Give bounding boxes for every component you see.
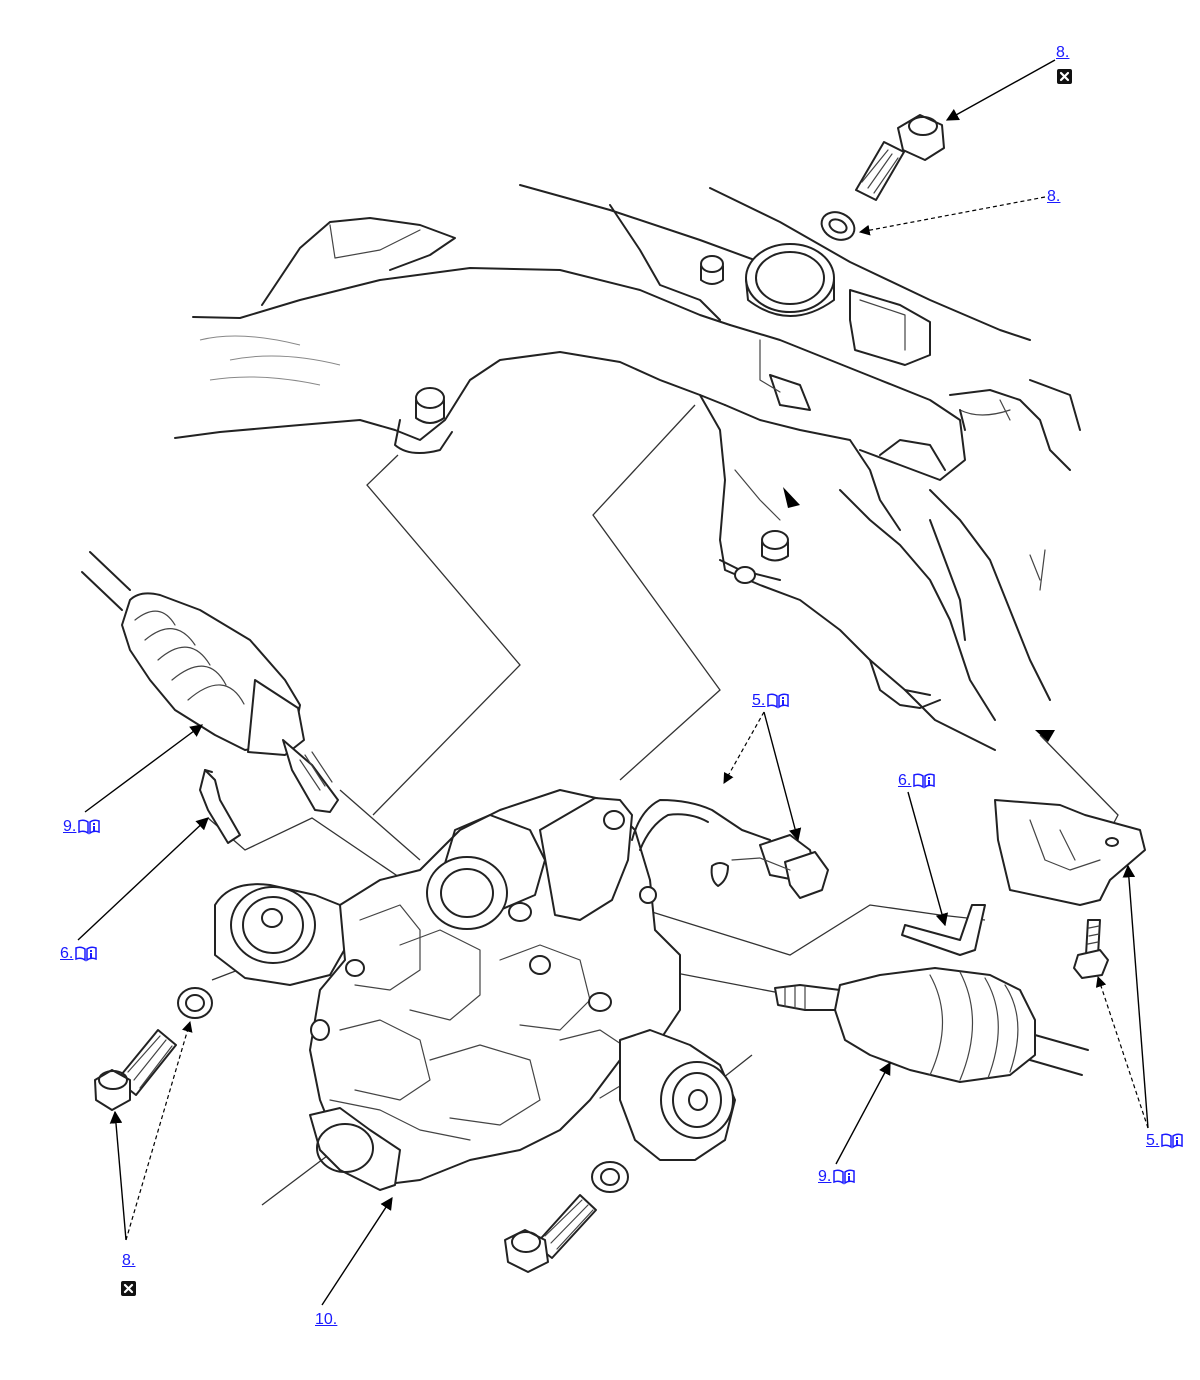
- right-hose: [901, 904, 986, 956]
- callout-number: 9.: [818, 1168, 832, 1185]
- callout-number: 6.: [898, 772, 912, 789]
- lower-left-washer: [177, 987, 213, 1019]
- callout-number: 6.: [60, 945, 74, 962]
- book-info-icon: [912, 773, 936, 789]
- callout-5-bracket[interactable]: 5.: [1146, 1132, 1184, 1150]
- subframe: [174, 184, 1081, 751]
- book-info-icon: [832, 1169, 856, 1185]
- right-bolt: [1073, 919, 1109, 979]
- callout-8-top-bolt[interactable]: 8.: [1056, 44, 1069, 62]
- callout-10-differential[interactable]: 10.: [315, 1311, 337, 1329]
- right-bracket: [994, 799, 1146, 906]
- book-info-icon: [766, 693, 790, 709]
- callout-8-lower-bolt[interactable]: 8.: [122, 1252, 135, 1270]
- rear-differential: [214, 789, 829, 1191]
- book-info-icon: [74, 946, 98, 962]
- callout-number: 8.: [1056, 44, 1070, 61]
- lower-center-bolt: [504, 1194, 597, 1273]
- book-info-icon: [77, 819, 101, 835]
- callout-number: 10.: [315, 1311, 338, 1328]
- lower-left-bolt: [94, 1029, 177, 1111]
- callout-5-connector[interactable]: 5.: [752, 692, 790, 710]
- replace-x-icon: [1057, 69, 1072, 84]
- callout-number: 8.: [122, 1252, 136, 1269]
- top-bolt: [855, 114, 945, 201]
- top-washer: [820, 211, 856, 241]
- callout-6-right-hose[interactable]: 6.: [898, 772, 936, 790]
- replace-x-icon: [121, 1281, 136, 1296]
- callout-number: 9.: [63, 818, 77, 835]
- callout-number: 8.: [1047, 188, 1061, 205]
- callout-number: 5.: [752, 692, 766, 709]
- callout-6-left-hose[interactable]: 6.: [60, 945, 98, 963]
- left-driveshaft: [81, 551, 339, 813]
- callout-9-left-driveshaft[interactable]: 9.: [63, 818, 101, 836]
- lower-center-washer: [591, 1161, 629, 1193]
- left-hose: [199, 769, 241, 844]
- book-info-icon: [1160, 1133, 1184, 1149]
- callout-8-top-washer[interactable]: 8.: [1047, 188, 1060, 206]
- leader-arrows: [77, 59, 1149, 1306]
- callout-number: 5.: [1146, 1132, 1160, 1149]
- callout-9-right-driveshaft[interactable]: 9.: [818, 1168, 856, 1186]
- right-driveshaft: [774, 967, 1089, 1083]
